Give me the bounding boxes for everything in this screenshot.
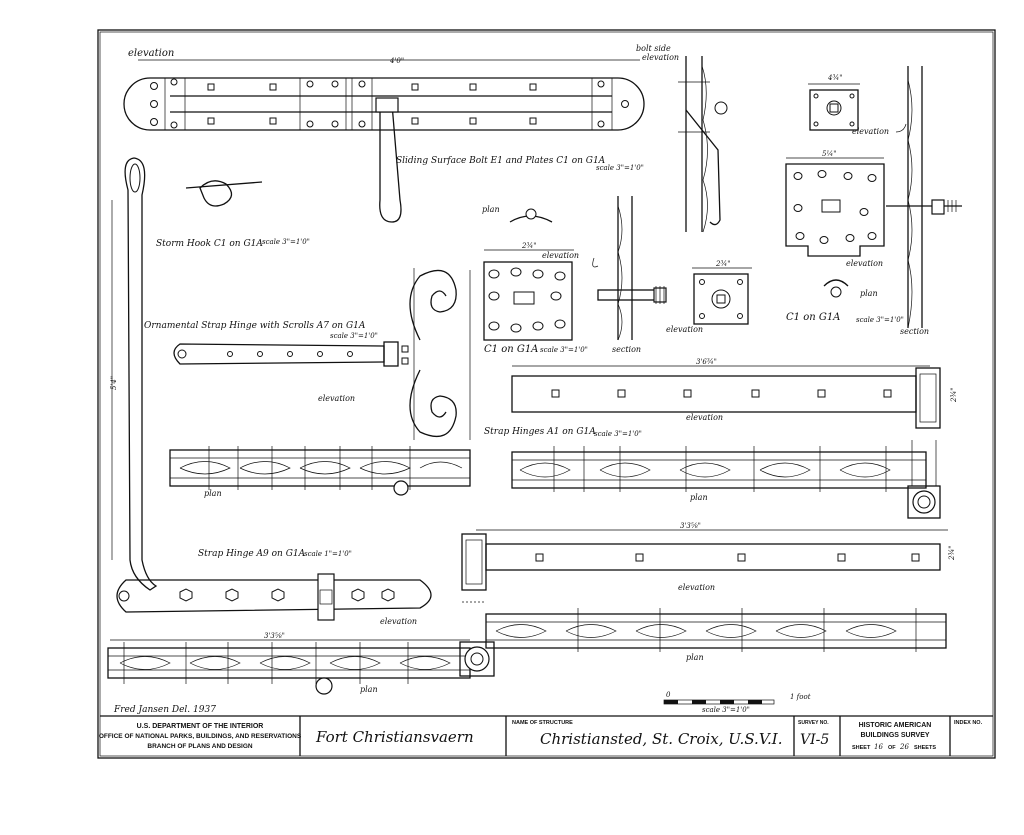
strap-hinge-a9-drawing: Strap Hinge A9 on G1A scale 1"=1'0" elev…: [116, 549, 432, 626]
strap-a9-plan-label: plan: [360, 685, 378, 694]
center-section-label: section: [612, 345, 641, 354]
structure-name: Fort Christiansvaern: [315, 728, 474, 746]
strap-a1-height: 2¾": [950, 388, 958, 403]
lower-strap-elevation: elevation: [678, 583, 715, 592]
strap-a9-title: Strap Hinge A9 on G1A: [198, 549, 306, 559]
center-section-drawing: section: [592, 196, 667, 354]
ornamental-plan-label: plan: [204, 489, 222, 498]
right-big-elevation: elevation: [846, 259, 883, 268]
strap-a1-plan-label: plan: [690, 493, 708, 502]
scale-bar-foot: 1 foot: [790, 693, 811, 701]
strap-a9-scale: scale 1"=1'0": [304, 550, 352, 558]
lower-strap-plan: plan: [459, 601, 947, 677]
sheet-number: 16: [874, 743, 883, 751]
right-big-plate-drawing: 5¼" elevation plan C1 on G1A scale 3"=1'…: [785, 150, 904, 324]
bolt-elevation-label: elevation: [128, 48, 174, 59]
center-plate-drawing: plan 2¾" elevation C1 on G1A scale 3"=1'…: [482, 205, 588, 355]
agency-line-3: BRANCH OF PLANS AND DESIGN: [147, 743, 253, 750]
small-plate-drawing: 2¾" elevation: [666, 260, 752, 334]
small-plate-dim: 2¾": [715, 260, 730, 268]
lower-strap-dim: 3'3⅝": [680, 522, 701, 530]
strap-a9-dim: 3'3⅝": [264, 632, 285, 640]
sliding-bolt-title: Sliding Surface Bolt E1 and Plates C1 on…: [396, 156, 606, 166]
strap-a1-dim: 3'6¾": [696, 358, 717, 366]
ornamental-elevation-label: elevation: [318, 394, 355, 403]
bolt-side-elevation: bolt side elevation: [636, 44, 728, 233]
bolt-plate-outline: [123, 77, 645, 131]
habs-line-1: HISTORIC AMERICAN: [859, 722, 932, 729]
plate-elevation-label: elevation: [542, 251, 579, 260]
sliding-bolt-scale: scale 3"=1'0": [596, 164, 644, 172]
structure-location: Christiansted, St. Croix, U.S.V.I.: [540, 730, 783, 748]
hook-length-dim: 5'4": [110, 376, 118, 390]
right-c1-label: C1 on G1A: [786, 312, 840, 323]
sliding-bolt-drawing: elevation 4'0" Sliding Surface Bolt E1 a…: [123, 48, 645, 223]
bottom-scroll: [409, 369, 457, 437]
sheets-label: SHEETS: [914, 745, 936, 751]
sheet-label: SHEET: [852, 745, 871, 751]
survey-no: VI-5: [800, 732, 829, 748]
right-section-drawing: section: [886, 66, 962, 336]
strap-hinge-a9-plan: 3'3⅝" plan: [107, 632, 471, 695]
strap-a9-elevation: elevation: [380, 617, 417, 626]
strap-hinge-a1-plan: plan: [511, 440, 941, 519]
plate-dim: 2¾": [521, 242, 536, 250]
storm-hook-outline: [124, 157, 158, 591]
of-label: OF: [888, 745, 896, 751]
sheet-inner-border: [99, 31, 994, 757]
lower-strap-drawing: 3'3⅝" 2¾" elevation: [461, 522, 956, 592]
right-plate-dim: 5¼": [822, 150, 836, 158]
storm-hook-title: Storm Hook C1 on G1A: [156, 239, 263, 249]
storm-hook-drawing: 5'4" Storm Hook C1 on G1A scale 3"=1'0": [110, 157, 310, 591]
delineator-signature: Fred Jansen Del. 1937: [113, 705, 216, 715]
scale-bar-label: scale 3"=1'0": [702, 706, 750, 714]
strap-a1-scale: scale 3"=1'0": [594, 430, 642, 438]
scale-bar-zero: 0: [666, 691, 671, 699]
title-block: U.S. DEPARTMENT OF THE INTERIOR OFFICE O…: [99, 715, 993, 756]
plate-c1-label: C1 on G1A: [484, 344, 538, 355]
agency-line-2: OFFICE OF NATIONAL PARKS, BUILDINGS, AND…: [99, 733, 302, 740]
ornamental-hinge-drawing: Ornamental Strap Hinge with Scrolls A7 o…: [144, 268, 471, 440]
right-section-label: section: [900, 327, 929, 336]
right-top-elevation: elevation: [852, 127, 889, 136]
bolt-side-label-1: bolt side: [636, 44, 671, 53]
sheet-border: [97, 29, 996, 759]
plate-square: [483, 261, 573, 341]
right-plan-label: plan: [860, 289, 878, 298]
lower-strap-height: 2¾": [948, 546, 956, 561]
index-no-label: INDEX NO.: [954, 720, 983, 726]
strap-hinge-a1-drawing: 3'6¾" 2¾" elevation Strap Hinges A1 on G…: [484, 358, 958, 438]
top-scroll: [409, 269, 457, 341]
storm-hook-scale: scale 3"=1'0": [262, 238, 310, 246]
scale-bar: 0 1 foot scale 3"=1'0": [663, 691, 811, 714]
small-plate-elevation: elevation: [666, 325, 703, 334]
lower-strap-plan-label: plan: [686, 653, 704, 662]
plate-scale: scale 3"=1'0": [540, 346, 588, 354]
right-scale: scale 3"=1'0": [856, 316, 904, 324]
agency-line-1: U.S. DEPARTMENT OF THE INTERIOR: [137, 723, 264, 730]
bolt-width-dim: 4'0": [389, 57, 404, 65]
strap-a1-elevation: elevation: [686, 413, 723, 422]
ornamental-title: Ornamental Strap Hinge with Scrolls A7 o…: [144, 321, 366, 331]
name-of-structure-label: NAME OF STRUCTURE: [512, 720, 573, 726]
strap-a1-title: Strap Hinges A1 on G1A: [484, 427, 596, 437]
habs-line-2: BUILDINGS SURVEY: [860, 732, 929, 739]
survey-no-label: SURVEY NO.: [798, 720, 829, 726]
bolt-side-label-2: elevation: [642, 53, 679, 62]
ornamental-plan-drawing: plan: [169, 446, 471, 498]
plate-plan-label: plan: [482, 205, 500, 214]
right-plate-dim-top: 4¾": [827, 74, 842, 82]
right-top-plate-drawing: 4¾" elevation: [808, 74, 907, 136]
ornamental-scale: scale 3"=1'0": [330, 332, 378, 340]
sheet-total: 26: [899, 743, 909, 751]
